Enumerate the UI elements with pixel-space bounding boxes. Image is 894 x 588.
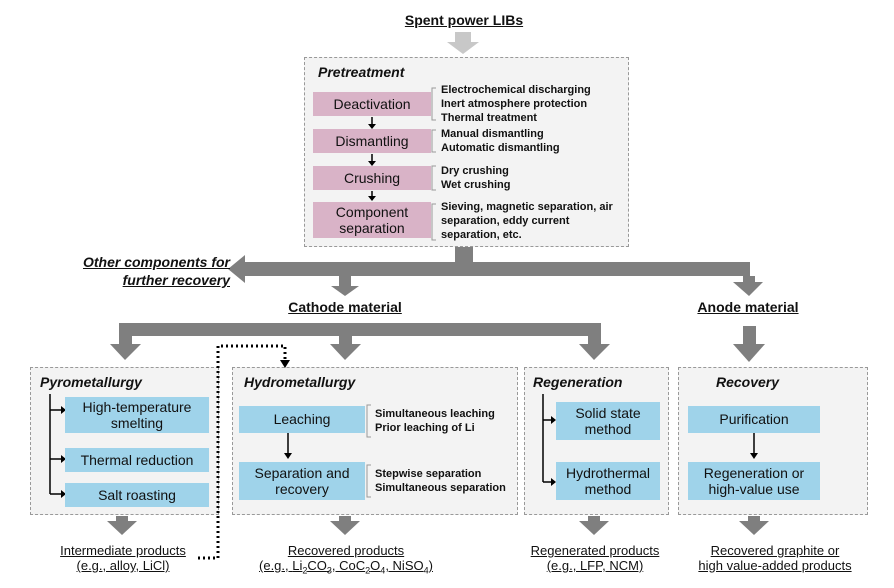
box-line: Separation and [254,464,350,481]
recovery-product-arrow [739,521,769,535]
method-text: Inert atmosphere protection [441,98,588,110]
other-components-line2: further recovery [122,272,230,288]
step-component-separation-line1: Component [335,203,409,220]
formula-text: ) [428,558,433,573]
hydro-arrowhead [330,344,361,360]
formula-text: , NiSO [385,558,424,573]
pyro-product-arrow [107,521,137,535]
product-formula: (e.g., Li2CO3, CoC2O4, NiSO4) [259,558,433,576]
box-line: smelting [110,415,164,431]
leaching-methods: Simultaneous leaching Prior leaching of … [375,407,495,435]
box-line: high-value use [708,481,800,497]
separation-methods: Sieving, magnetic separation, air separa… [441,200,613,242]
method-text: Dry crushing [441,165,509,177]
method-text: Stepwise separation [375,468,482,480]
step-crushing: Crushing [313,166,431,190]
regen-products: Regenerated products (e.g., LFP, NCM) [523,543,667,573]
hydrometallurgy-heading: Hydrometallurgy [244,374,356,390]
deactivation-methods: Electrochemical discharging Inert atmosp… [441,83,591,125]
method-text: Electrochemical discharging [441,84,591,96]
other-components-label: Other components for further recovery [60,253,230,289]
separation-recovery-methods: Stepwise separation Simultaneous separat… [375,467,506,495]
formula-text: Li [292,558,303,573]
pretreatment-heading: Pretreatment [318,64,405,80]
regen-product-arrow [579,521,609,535]
box-thermal-reduction: Thermal reduction [65,448,209,472]
dismantling-methods: Manual dismantling Automatic dismantling [441,127,560,155]
other-components-line1: Other components for [82,254,230,270]
formula-text: , CoC [331,558,366,573]
recovery-arrowhead [733,344,765,362]
regen-arrowhead [579,344,610,360]
box-regeneration-high-value: Regeneration or high-value use [688,462,820,500]
box-line: method [584,481,632,497]
method-text: Simultaneous separation [375,482,506,494]
box-line: Hydrothermal [565,464,651,481]
feedback-dotted-path [198,344,287,560]
product-line: (e.g., alloy, LiCl) [76,558,170,573]
method-text: separation, eddy current [441,215,570,227]
crushing-methods: Dry crushing Wet crushing [441,164,510,192]
formula-text: O [370,558,381,573]
method-text: Simultaneous leaching [375,408,495,420]
method-text: Thermal treatment [441,112,537,124]
product-line: Recovered products [287,543,405,558]
method-text: Automatic dismantling [441,142,560,154]
hydro-product-arrow [330,521,360,535]
method-text: Sieving, magnetic separation, air [441,201,613,213]
box-hydrothermal-method: Hydrothermal method [556,462,660,500]
top-down-arrow [447,32,479,54]
formula-subscript: 2 [365,565,371,576]
pyro-arrowhead [110,344,141,360]
step-dismantling: Dismantling [313,129,431,153]
box-separation-recovery: Separation and recovery [239,462,365,500]
box-salt-roasting: Salt roasting [65,483,209,507]
box-line: High-temperature [82,398,192,415]
box-solid-state-method: Solid state method [556,402,660,440]
formula-subscript: 3 [326,565,332,576]
formula-text: CO [307,558,327,573]
pyro-products: Intermediate products (e.g., alloy, LiCl… [30,543,216,573]
method-text: Wet crushing [441,179,511,191]
regeneration-heading: Regeneration [533,374,623,390]
pyrometallurgy-heading: Pyrometallurgy [40,374,142,390]
box-high-temperature-smelting: High-temperature smelting [65,397,209,433]
product-line: Recovered graphite or [710,543,840,558]
anode-material-title: Anode material [697,299,799,315]
method-text: Manual dismantling [441,128,544,140]
product-line: high value-added products [698,558,852,573]
hydro-products: Recovered products (e.g., Li2CO3, CoC2O4… [235,543,457,579]
box-line: recovery [275,481,329,497]
anode-arrowhead [733,282,763,296]
top-title: Spent power LIBs [404,12,524,28]
step-component-separation: Component separation [313,202,431,238]
formula-subscript: 2 [302,565,308,576]
main-branch-bar [245,262,750,276]
cathode-arrowhead [331,286,359,296]
box-purification: Purification [688,406,820,433]
box-line: Solid state [575,404,641,421]
other-components-arrowhead [228,255,245,283]
method-text: separation, etc. [441,229,522,241]
cathode-material-title: Cathode material [288,299,402,315]
recovery-products: Recovered graphite or high value-added p… [680,543,870,573]
method-text: Prior leaching of Li [375,422,475,434]
product-line: (e.g., LFP, NCM) [546,558,644,573]
formula-subscript: 4 [380,565,386,576]
formula-subscript: 4 [423,565,429,576]
step-component-separation-line2: separation [339,220,405,236]
box-line: Regeneration or [703,464,805,481]
recovery-heading: Recovery [716,374,780,390]
cathode-branch-bar [119,323,601,336]
product-line: Intermediate products [60,543,186,558]
box-leaching: Leaching [239,406,365,433]
formula-prefix: (e.g., [259,558,293,573]
box-line: method [584,421,632,437]
product-line: Regenerated products [530,543,660,558]
step-deactivation: Deactivation [313,92,431,116]
